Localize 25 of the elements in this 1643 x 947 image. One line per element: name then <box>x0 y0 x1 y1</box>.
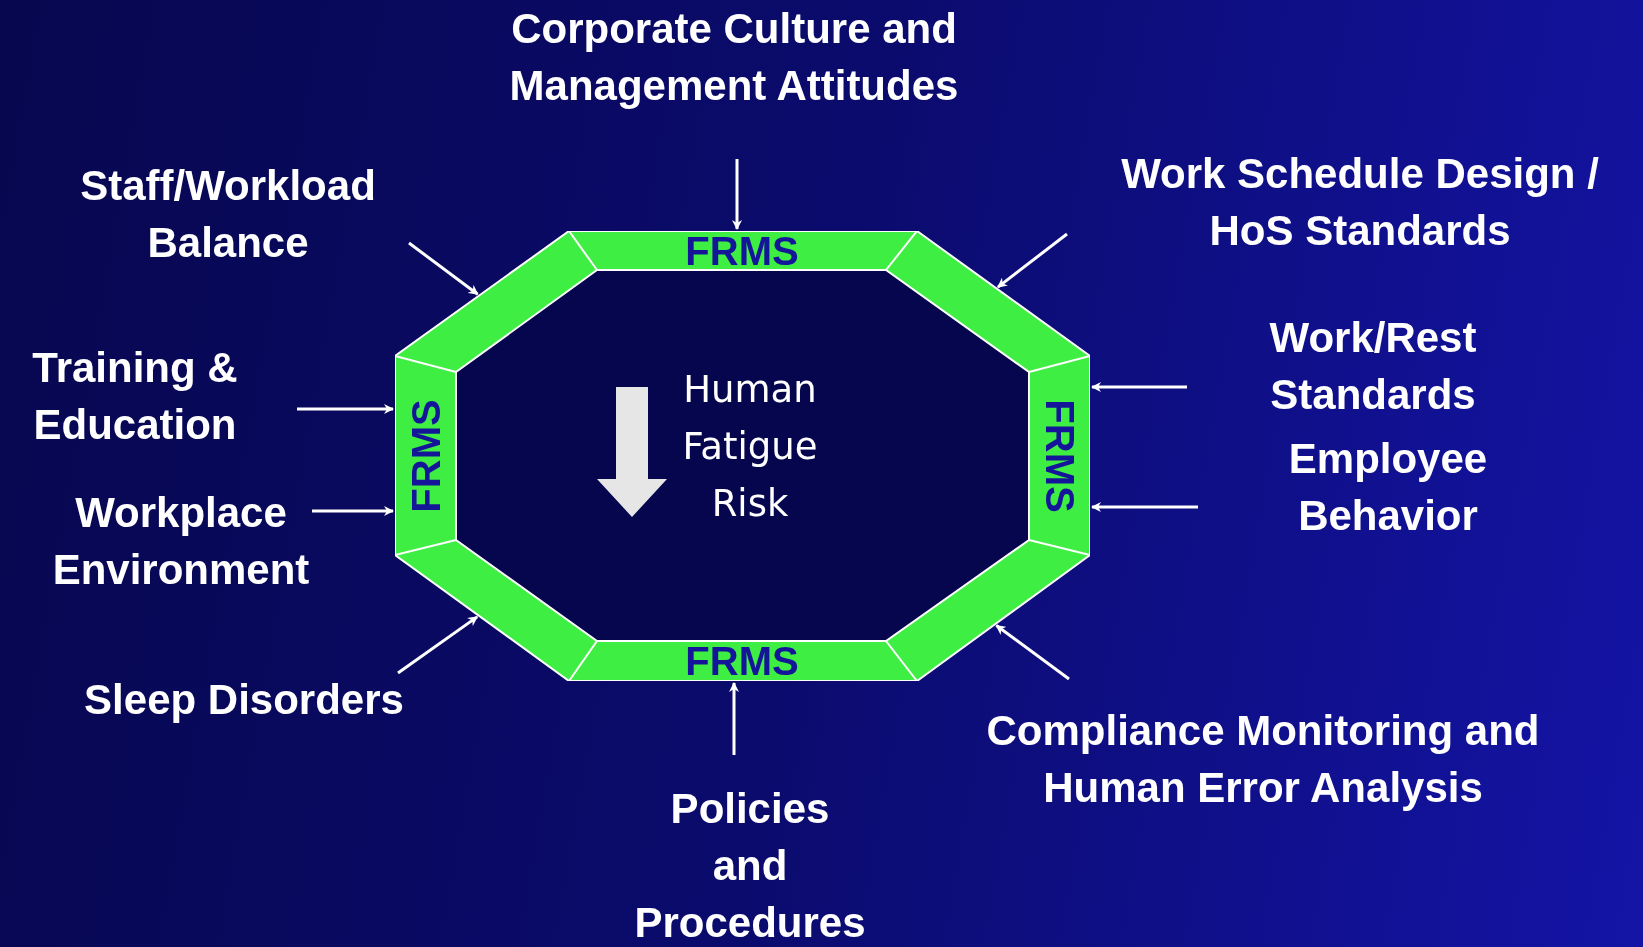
arrow <box>732 159 742 230</box>
center-text: Human Fatigue Risk <box>681 367 819 527</box>
factor-label: Compliance Monitoring and Human Error Analysis <box>933 702 1593 816</box>
ring-label: FRMS <box>685 231 799 271</box>
ring-label: FRMS <box>685 641 799 681</box>
factor-label: Work Schedule Design / HoS Standards <box>1090 145 1630 259</box>
arrow <box>729 682 739 755</box>
arrow <box>297 404 394 414</box>
ring-label: FRMS <box>1040 399 1080 513</box>
factor-label: Sleep Disorders <box>34 671 454 728</box>
arrow <box>1091 382 1187 392</box>
arrow <box>995 624 1070 681</box>
arrow <box>408 241 479 296</box>
factor-label: Work/Rest Standards <box>1223 309 1523 423</box>
factor-label: Employee Behavior <box>1258 430 1518 544</box>
factor-label: Training & Education <box>5 339 265 453</box>
factor-label: Policies and Procedures <box>634 780 866 947</box>
arrow <box>996 232 1068 289</box>
factor-label: Workplace Environment <box>21 484 341 598</box>
factor-label: Staff/Workload Balance <box>48 157 408 271</box>
arrow <box>1091 502 1198 512</box>
ring-label: FRMS <box>406 399 446 513</box>
arrow <box>312 506 394 516</box>
factor-label: Corporate Culture and Management Attitudes <box>454 0 1014 114</box>
arrow <box>397 615 479 675</box>
